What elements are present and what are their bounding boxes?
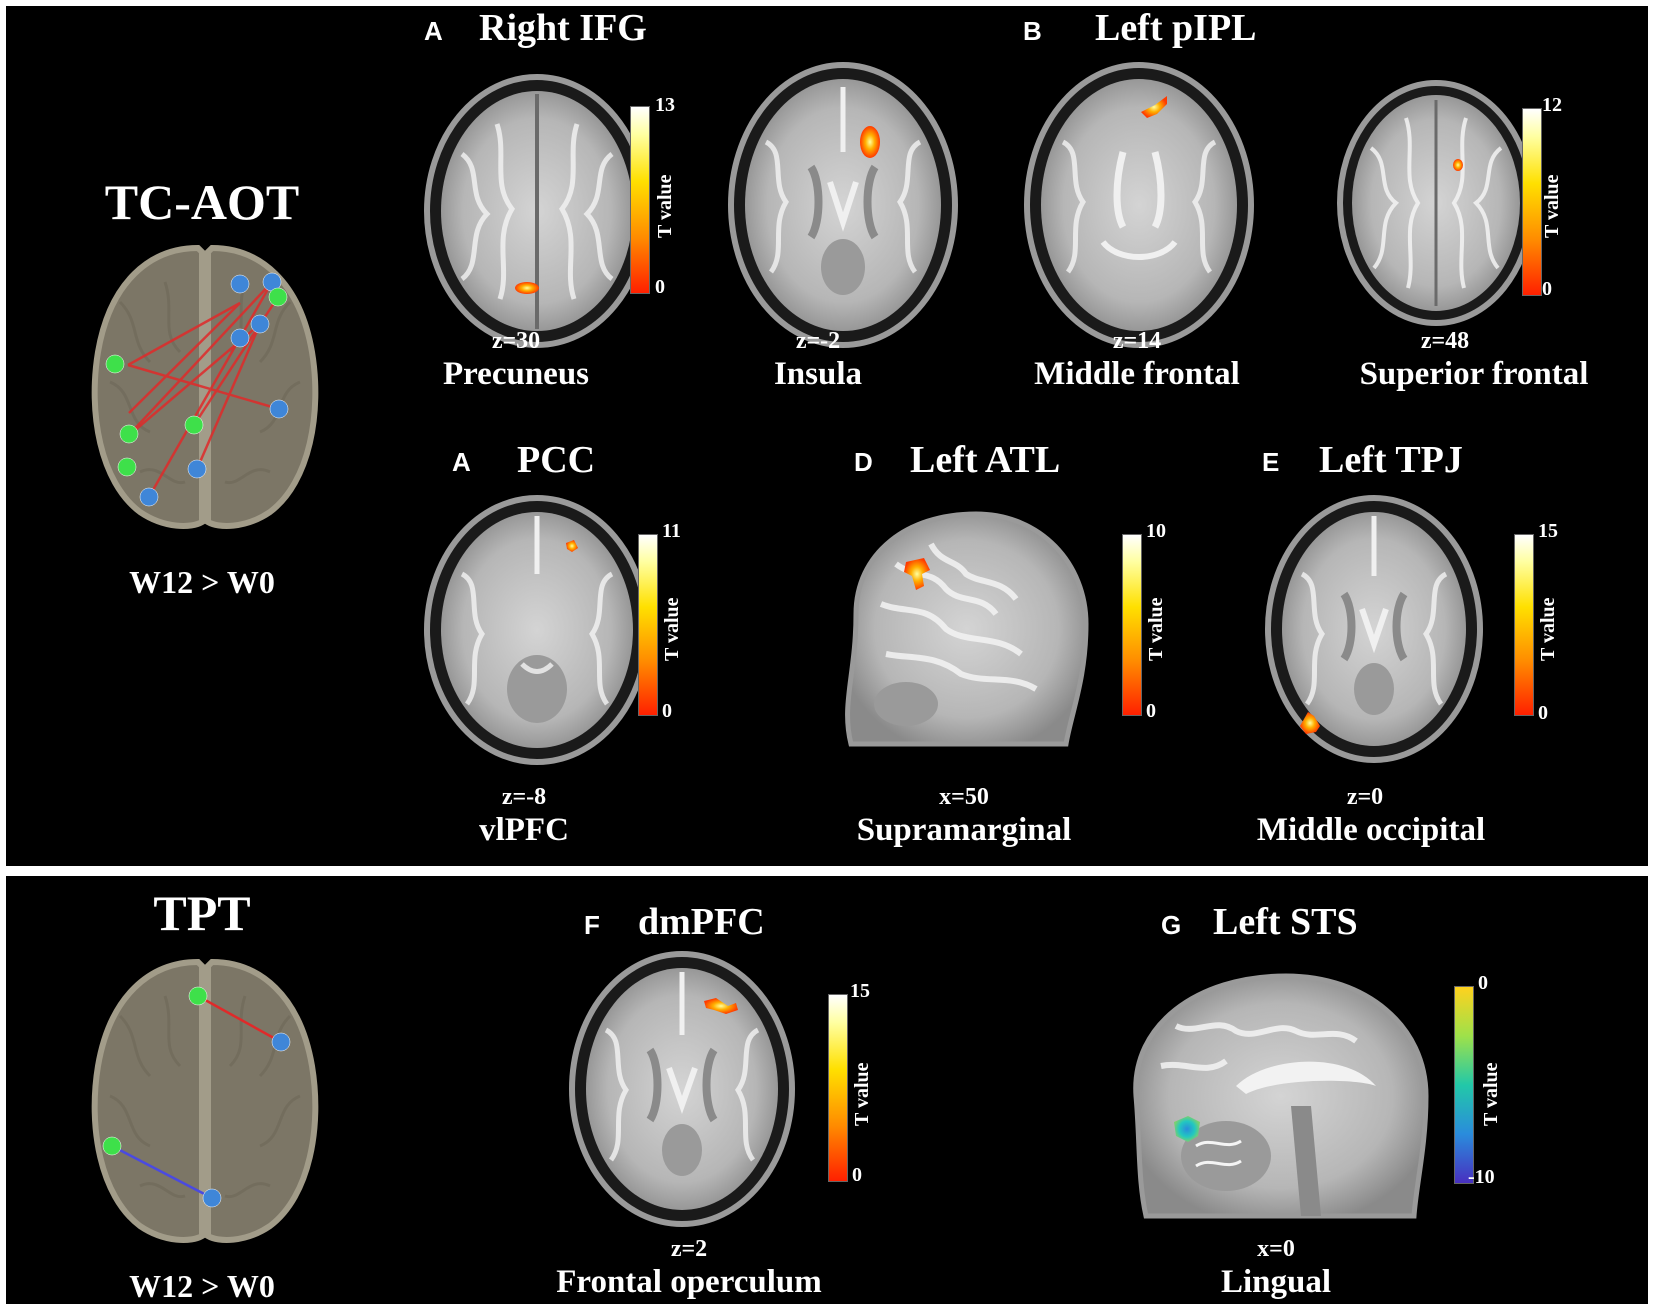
colorbar-label: T value <box>1541 174 1563 238</box>
slice-coordinate: x=50 <box>939 784 989 810</box>
group-label: TPT <box>153 885 251 941</box>
brain-slice-axial <box>1024 62 1254 348</box>
panel-letter: D <box>854 447 873 477</box>
glass-brain-tpt <box>91 958 319 1243</box>
colorbar-label: T value <box>661 597 683 661</box>
slice-coordinate: z=30 <box>491 328 541 354</box>
colorbar-label: T value <box>654 174 676 238</box>
colorbar-label: T value <box>851 1062 873 1126</box>
panel-title: Left ATL <box>910 439 1061 481</box>
colorbar-min: 0 <box>655 276 665 298</box>
colorbar-max: 15 <box>850 980 870 1002</box>
region-label: Superior frontal <box>1359 356 1589 392</box>
region-label: Lingual <box>1220 1264 1332 1300</box>
comparison-label: W12 > W0 <box>129 1268 275 1304</box>
colorbar-min: 0 <box>662 700 672 722</box>
panel-letter: F <box>584 910 600 940</box>
panel-letter: E <box>1262 447 1280 477</box>
brain-slice-axial <box>424 495 650 765</box>
brain-slice-sagittal <box>845 511 1089 747</box>
colorbar-label: T value <box>1537 597 1559 661</box>
colorbar-max: 11 <box>662 520 681 542</box>
colorbar <box>1522 108 1542 296</box>
brain-slice-axial <box>569 951 795 1227</box>
panel-letter: G <box>1161 910 1182 940</box>
brain-slice-axial <box>728 62 958 348</box>
colorbar-min: -10 <box>1468 1166 1495 1188</box>
colorbar-min: 0 <box>1146 700 1156 722</box>
activation-cluster <box>860 126 880 158</box>
region-label: Middle frontal <box>1034 356 1240 392</box>
colorbar-max: 13 <box>655 94 675 116</box>
region-label: Frontal operculum <box>556 1264 822 1300</box>
activation-cluster <box>566 540 578 552</box>
region-label: Supramarginal <box>856 812 1072 848</box>
region-label: Precuneus <box>442 356 590 392</box>
colorbar-max: 0 <box>1478 972 1488 994</box>
colorbar-label: T value <box>1480 1062 1502 1126</box>
figure-panel-bottom: TPT W12 > W0 F dmPFC <box>6 876 1648 1304</box>
slice-coordinate: z=48 <box>1420 328 1470 354</box>
colorbar <box>1514 534 1534 716</box>
region-label: vlPFC <box>479 812 569 848</box>
figure-panel-top: TC-AOT <box>6 6 1648 866</box>
panel-title: PCC <box>517 439 596 481</box>
colorbar <box>1454 986 1474 1184</box>
region-label: Middle occipital <box>1256 812 1486 848</box>
panel-letter: A <box>452 447 471 477</box>
activation-cluster <box>1174 1116 1200 1142</box>
panel-title: Left pIPL <box>1095 7 1257 49</box>
slice-coordinate: z=-8 <box>501 784 547 810</box>
colorbar-min: 0 <box>852 1164 862 1186</box>
colorbar <box>638 534 658 716</box>
activation-cluster <box>1300 712 1320 734</box>
brain-slice-axial <box>1265 495 1483 763</box>
slice-coordinate: z=14 <box>1112 328 1162 354</box>
colorbar <box>630 106 650 294</box>
glass-brain-tc-aot <box>91 244 319 529</box>
region-label: Insula <box>773 356 863 392</box>
activation-cluster <box>515 282 539 294</box>
panel-title: Right IFG <box>479 7 647 49</box>
activation-cluster <box>1141 96 1167 118</box>
brain-slice-axial <box>1337 80 1535 326</box>
group-label: TC-AOT <box>104 174 300 230</box>
panel-title: Left STS <box>1213 901 1358 943</box>
colorbar <box>1122 534 1142 716</box>
slice-coordinate: x=0 <box>1257 1236 1295 1262</box>
colorbar-label: T value <box>1145 597 1167 661</box>
activation-cluster <box>704 998 738 1014</box>
brain-slice-axial <box>424 74 650 348</box>
colorbar <box>828 994 848 1182</box>
colorbar-max: 10 <box>1146 520 1166 542</box>
activation-cluster <box>904 558 930 590</box>
panel-title: Left TPJ <box>1319 439 1463 481</box>
slice-coordinate: z=-2 <box>795 328 841 354</box>
slice-coordinate: z=2 <box>670 1236 708 1262</box>
activation-cluster <box>1453 159 1463 171</box>
panel-title: dmPFC <box>638 901 765 943</box>
brain-slice-sagittal-midline <box>1133 973 1429 1219</box>
colorbar-min: 0 <box>1542 278 1552 300</box>
comparison-label: W12 > W0 <box>129 564 275 600</box>
slice-coordinate: z=0 <box>1346 784 1384 810</box>
colorbar-max: 15 <box>1538 520 1558 542</box>
colorbar-max: 12 <box>1542 94 1562 116</box>
colorbar-min: 0 <box>1538 702 1548 724</box>
panel-letter: A <box>424 16 443 46</box>
panel-letter: B <box>1023 16 1042 46</box>
